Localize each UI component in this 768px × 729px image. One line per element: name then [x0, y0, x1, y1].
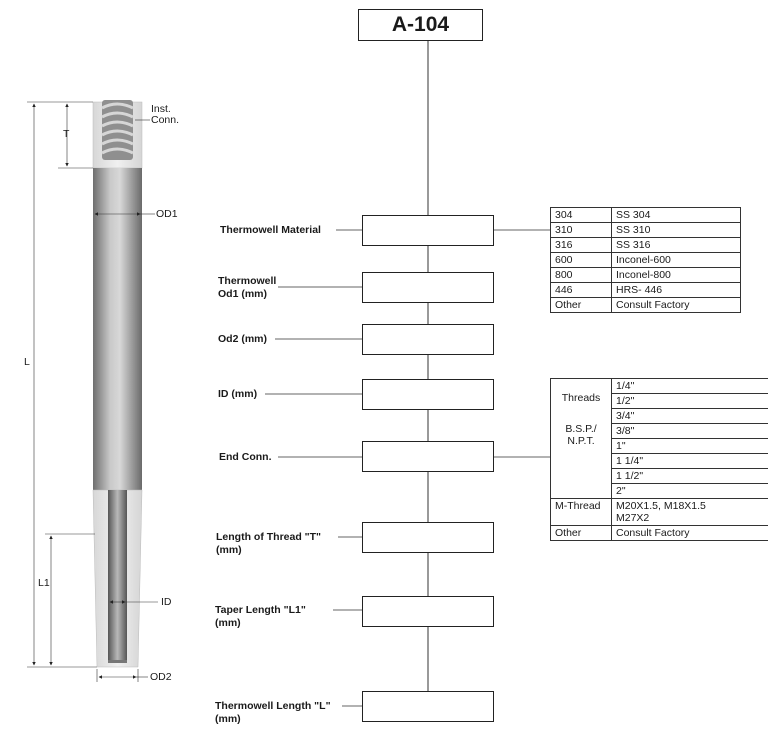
taper-length-code-box[interactable]: [362, 596, 494, 627]
field-label-end-conn: End Conn.: [219, 451, 272, 463]
field-label-total-length-line1: Thermowell Length "L": [215, 700, 331, 712]
table-row[interactable]: Threads B.S.P./N.P.T. 1/4": [550, 378, 768, 499]
field-label-id: ID (mm): [218, 388, 258, 400]
thermowell-body: [92, 100, 143, 668]
other-label: Other: [550, 525, 612, 541]
model-title: A-104: [358, 9, 483, 41]
field-label-od2: Od2 (mm): [218, 333, 268, 345]
od2-code-box[interactable]: [362, 324, 494, 355]
dim-label-od2: OD2: [150, 671, 172, 683]
thread-length-code-box[interactable]: [362, 522, 494, 553]
end-conn-options-table: Threads B.S.P./N.P.T. 1/4" 1/2" 3/4" 3/8…: [550, 378, 768, 541]
table-row[interactable]: Other Consult Factory: [550, 525, 768, 541]
material-code-box[interactable]: [362, 215, 494, 246]
field-label-od1-line1: Thermowell: [218, 275, 277, 287]
total-length-code-box[interactable]: [362, 691, 494, 722]
table-row[interactable]: 1 1/4": [551, 453, 768, 469]
end-conn-code-box[interactable]: [362, 441, 494, 472]
dim-label-t: T: [63, 128, 70, 140]
field-label-material: Thermowell Material: [220, 224, 321, 236]
thread-group-label: Threads B.S.P./N.P.T.: [550, 378, 612, 499]
field-label-thread-length-line1: Length of Thread "T": [216, 531, 322, 543]
field-label-thread-length: Length of Thread "T"(mm): [216, 531, 322, 556]
dim-label-id: ID: [161, 596, 172, 608]
od1-code-box[interactable]: [362, 272, 494, 303]
thread-detail: [101, 100, 134, 160]
m-thread-label: M-Thread: [550, 498, 612, 526]
field-label-taper-length-line1: Taper Length "L1": [215, 604, 306, 616]
dim-label-l: L: [24, 356, 30, 368]
dim-label-l1: L1: [38, 577, 50, 589]
other-value: Consult Factory: [611, 525, 768, 541]
field-label-od1-line2: Od1 (mm): [218, 288, 268, 300]
field-label-taper-length: Taper Length "L1"(mm): [215, 604, 306, 629]
dim-label-inst-conn: Inst.Conn.: [151, 103, 180, 126]
field-label-total-length: Thermowell Length "L"(mm): [215, 700, 331, 725]
dim-label-od1: OD1: [156, 208, 178, 220]
id-code-box[interactable]: [362, 379, 494, 410]
